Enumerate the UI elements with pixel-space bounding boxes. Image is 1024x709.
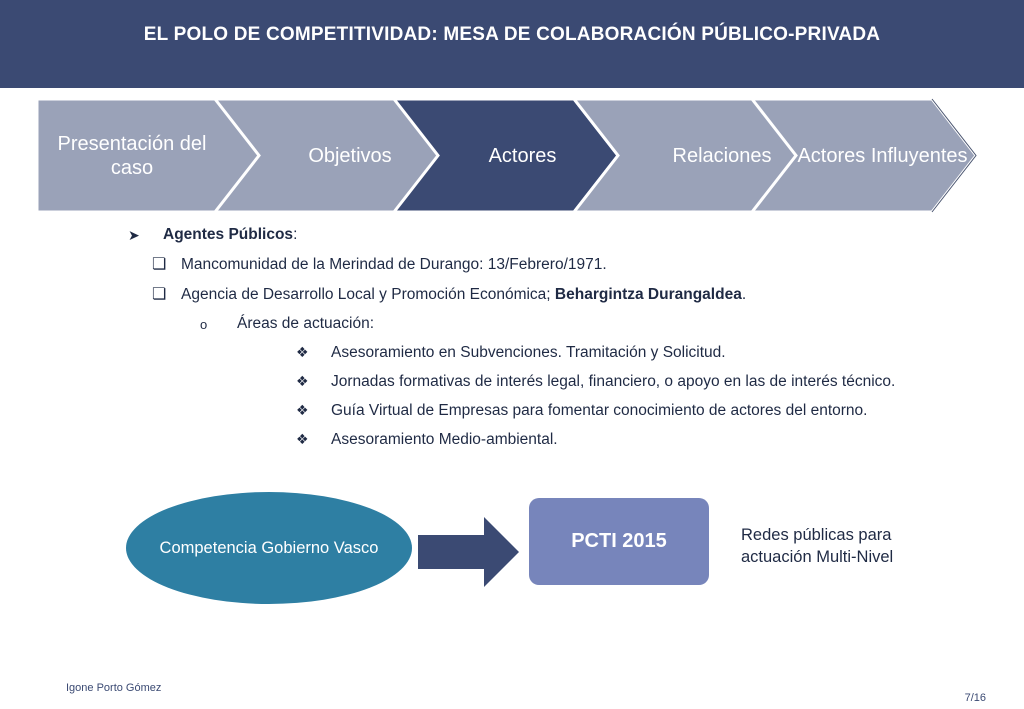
right-arrow-icon [418, 517, 519, 587]
chevron-label: Actores Influyentes [797, 144, 968, 167]
chevron-label: Objetivos [308, 144, 392, 167]
slide-title: EL POLO DE COMPETITIVIDAD: MESA DE COLAB… [143, 24, 881, 45]
chevron-edge [931, 98, 977, 213]
area-item: Asesoramiento Medio-ambiental. [331, 431, 558, 448]
competencia-ellipse: Competencia Gobierno Vasco [126, 492, 412, 604]
diamond-bullet-icon: ❖ [296, 431, 309, 447]
chevron-label: Relaciones [672, 144, 772, 167]
process-chevrons [35, 97, 978, 214]
footer-author: Igone Porto Gómez [66, 682, 162, 694]
page-number: 7/16 [964, 692, 986, 704]
sub-heading: Áreas de actuación: [237, 315, 375, 332]
checkbox-bullet-icon: ❏ [152, 256, 167, 273]
area-item: Guía Virtual de Empresas para fomentar c… [331, 402, 868, 419]
area-item: Jornadas formativas de interés legal, fi… [331, 373, 896, 390]
diamond-bullet-icon: ❖ [296, 402, 309, 418]
list-item: Agencia de Desarrollo Local y Promoción … [181, 286, 747, 303]
circle-bullet-icon: o [200, 317, 208, 332]
chevron-label: Presentación del caso [57, 132, 207, 179]
diamond-bullet-icon: ❖ [296, 373, 309, 389]
checkbox-bullet-icon: ❏ [152, 286, 167, 303]
chevron-label: Actores [488, 144, 557, 167]
list-heading: Agentes Públicos: [163, 226, 298, 243]
redes-text: Redes públicas para actuación Multi-Nive… [741, 526, 894, 566]
diamond-bullet-icon: ❖ [296, 344, 309, 360]
arrow-bullet-icon: ➤ [128, 227, 140, 243]
area-item: Asesoramiento en Subvenciones. Tramitaci… [331, 344, 726, 361]
pcti-box: PCTI 2015 [529, 498, 709, 585]
slide-header: EL POLO DE COMPETITIVIDAD: MESA DE COLAB… [0, 0, 1024, 88]
list-item: Mancomunidad de la Merindad de Durango: … [181, 256, 607, 273]
